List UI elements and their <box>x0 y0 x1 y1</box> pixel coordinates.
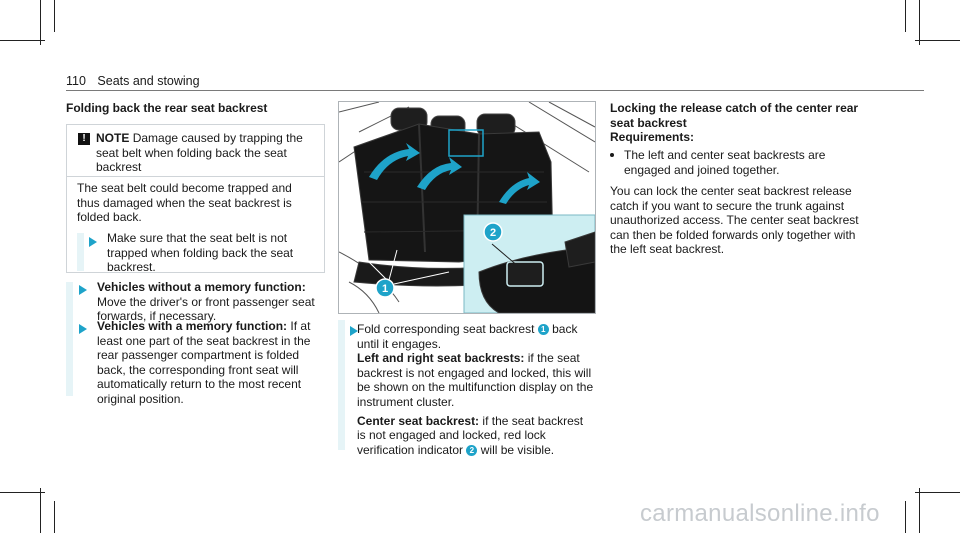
step-bold: Vehicles without a memory function: <box>97 280 306 294</box>
requirement-item: The left and center seat backrests are e… <box>610 148 860 177</box>
crop-mark <box>54 501 55 533</box>
callout-1-icon <box>375 278 395 298</box>
step-text: back until it engages. <box>357 322 578 351</box>
step-text: If at least one part of the seat backres… <box>97 319 311 406</box>
requirement-text: The left and center seat backrests are e… <box>624 148 826 177</box>
step-arrow-icon <box>79 324 87 334</box>
step-bar <box>77 233 84 271</box>
page-header: 110 Seats and stowing <box>66 74 200 88</box>
rear-seat-illustration: 1 2 <box>338 101 596 314</box>
note-box: ! NOTE Damage caused by trapping the sea… <box>66 124 325 275</box>
step-arrow-icon <box>79 285 87 295</box>
note-action: Make sure that the seat belt is not trap… <box>107 231 294 275</box>
section-title: Seats and stowing <box>97 74 200 88</box>
crop-mark <box>905 0 906 32</box>
callout-1-label: 1 <box>382 283 388 295</box>
note-header: ! NOTE Damage caused by trapping the sea… <box>67 125 324 177</box>
crop-mark <box>919 488 920 533</box>
rear-seat-drawing: 1 2 <box>339 102 595 313</box>
center-text: if the seat backrest is not engaged and … <box>357 413 584 457</box>
callout-2-badge: 2 <box>466 444 478 456</box>
center-label: Center seat backrest: <box>357 413 480 428</box>
locking-description: You can lock the center seat backrest re… <box>610 184 859 257</box>
heading-line: Locking the release catch of the center … <box>610 101 859 115</box>
section-heading-locking: Locking the release catch of the center … <box>610 101 880 145</box>
crop-mark <box>915 492 960 493</box>
bullet-icon <box>610 153 614 157</box>
fold-instruction: Fold corresponding seat backrest 1 back … <box>357 322 595 457</box>
note-text: NOTE Damage caused by trapping the seat … <box>96 131 316 175</box>
left-right-label: Left and right seat backrests: <box>357 351 525 366</box>
step-bar <box>338 320 345 450</box>
watermark-text: carmanualsonline.info <box>640 500 880 527</box>
crop-mark <box>54 0 55 32</box>
step-arrow-icon <box>350 326 358 336</box>
callout-1-badge: 1 <box>537 324 549 335</box>
requirements-label: Requirements: <box>610 130 695 145</box>
header-rule <box>66 90 924 91</box>
center-text-end: will be visible. <box>480 442 555 457</box>
note-body: The seat belt could become trapped and t… <box>77 181 292 225</box>
warning-exclamation-icon: ! <box>78 133 90 145</box>
left-right-text: if the seat backrest is not engaged and … <box>357 351 594 409</box>
note-description: Damage caused by trapping the seat belt … <box>96 131 303 175</box>
step-arrow-icon <box>89 237 97 247</box>
step-bold: Vehicles with a memory function: <box>97 319 288 333</box>
heading-line: seat backrest <box>610 115 687 130</box>
note-label: NOTE <box>96 131 130 145</box>
crop-mark <box>0 40 45 41</box>
crop-mark <box>0 492 45 493</box>
step-without-memory: Vehicles without a memory function: Move… <box>97 280 325 324</box>
crop-mark <box>905 501 906 533</box>
crop-mark <box>40 488 41 533</box>
crop-mark <box>40 0 41 45</box>
callout-2-icon <box>483 222 503 242</box>
step-bar <box>66 282 73 396</box>
page-number: 110 <box>66 74 86 88</box>
step-text: Fold corresponding seat backrest <box>357 322 535 336</box>
section-heading-folding: Folding back the rear seat backrest <box>66 101 268 115</box>
crop-mark <box>915 40 960 41</box>
crop-mark <box>919 0 920 45</box>
step-text: Move the driver's or front passenger sea… <box>97 294 315 324</box>
step-with-memory: Vehicles with a memory function: If at l… <box>97 319 325 407</box>
callout-2-label: 2 <box>490 227 496 239</box>
